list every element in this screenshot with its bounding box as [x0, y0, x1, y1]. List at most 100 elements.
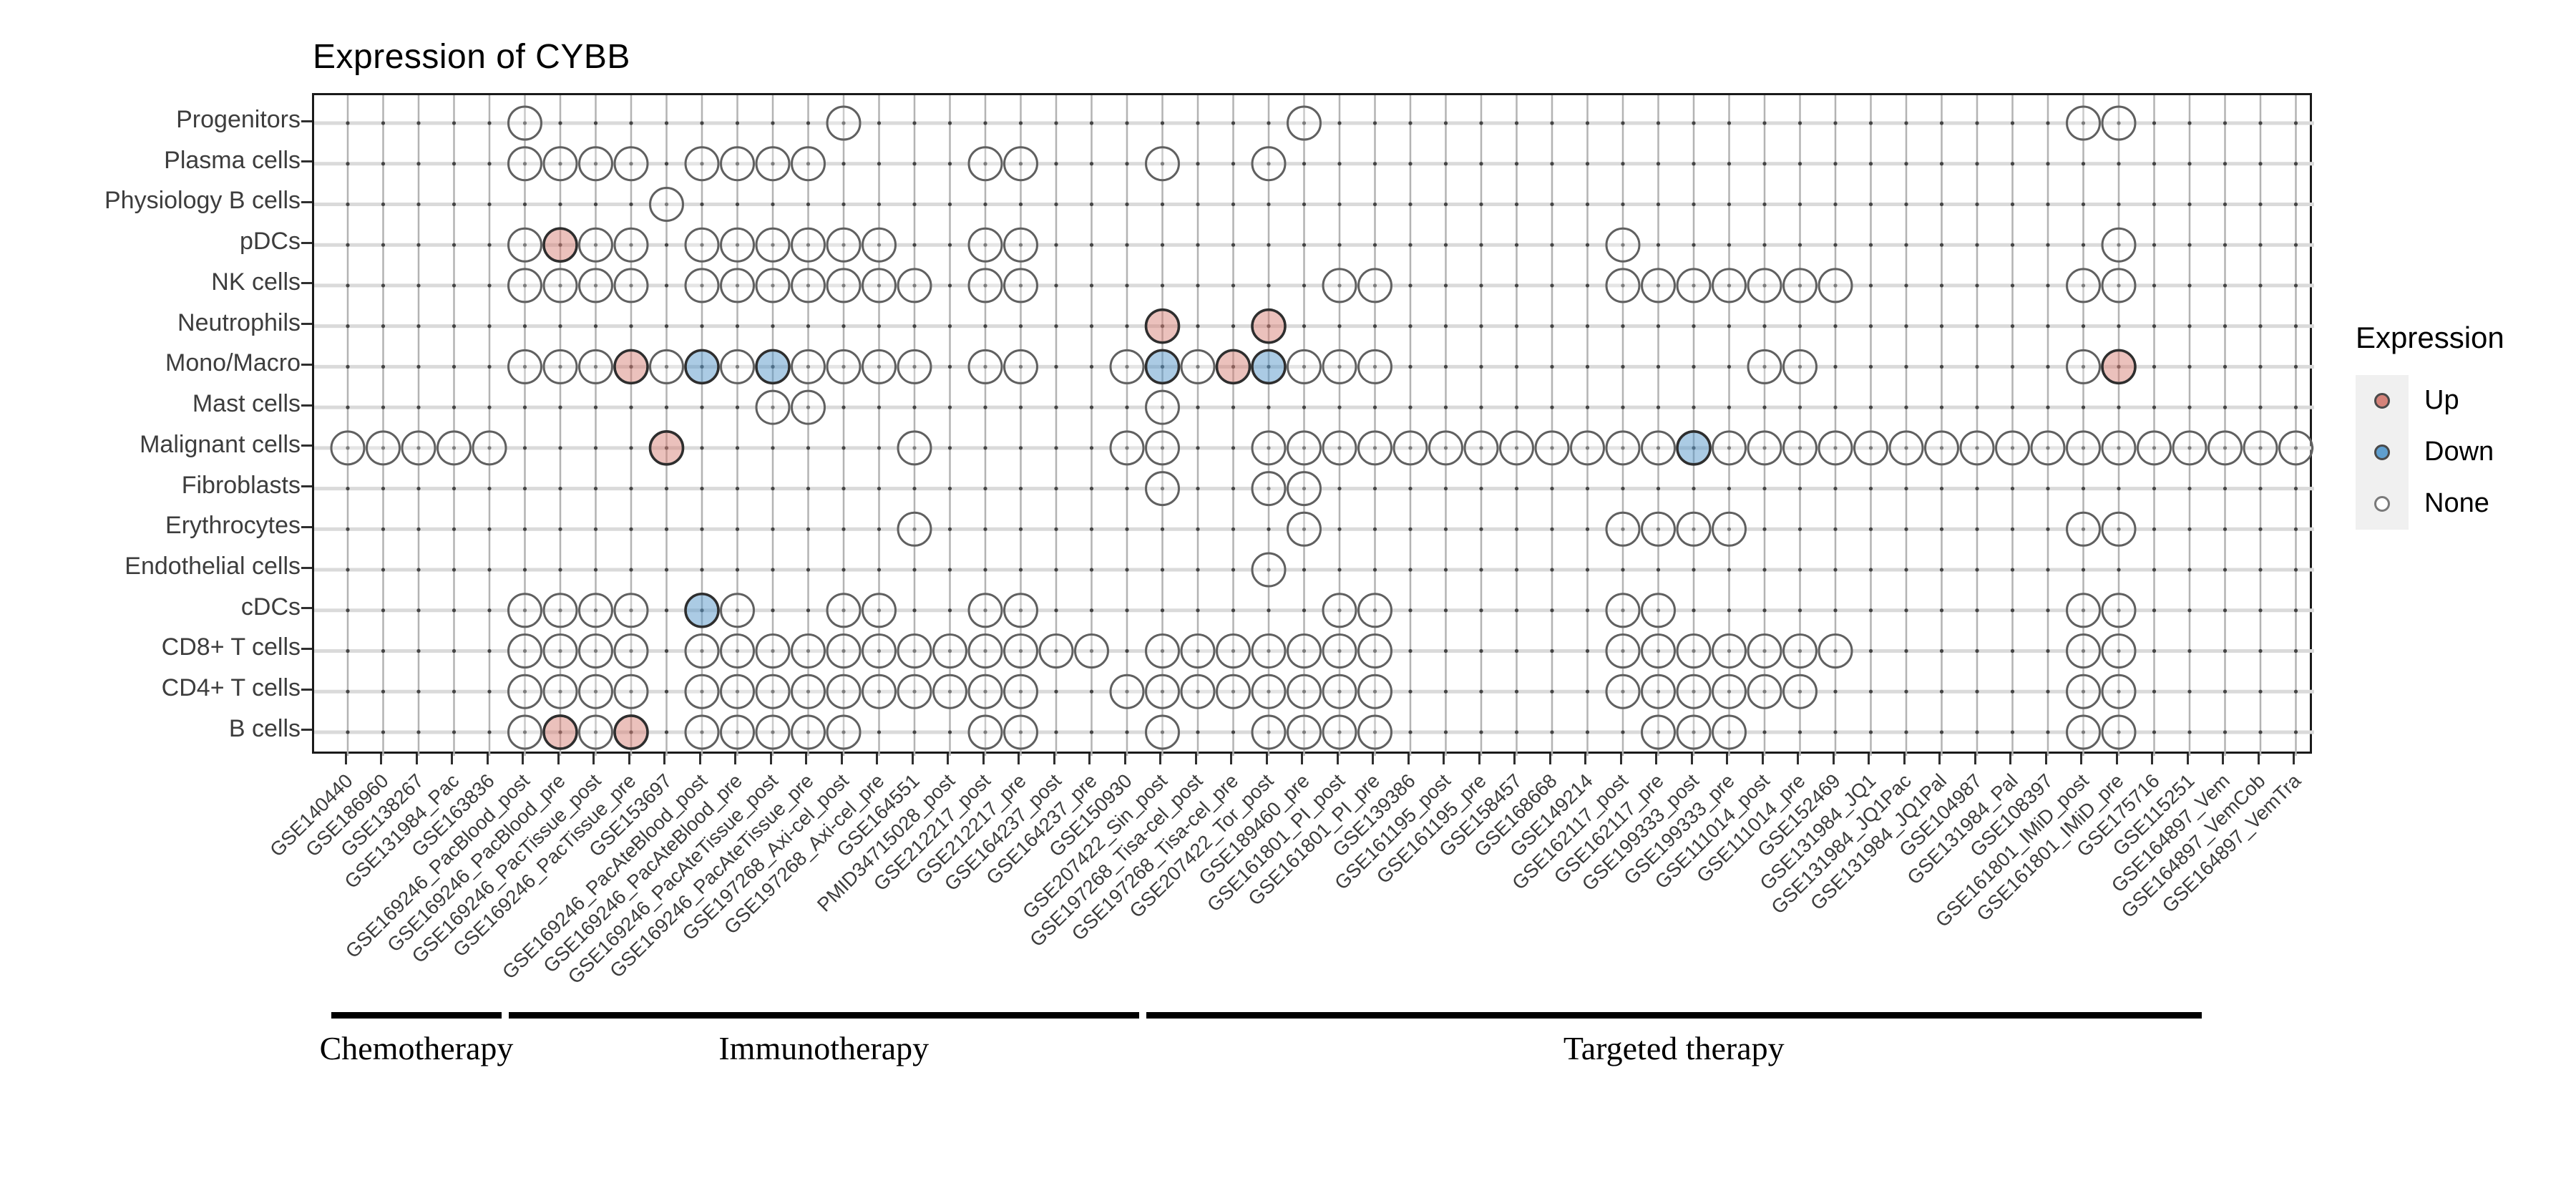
- expression-dot-none: [897, 633, 932, 669]
- expression-dot-none: [932, 633, 967, 669]
- grid-node: [664, 527, 669, 531]
- grid-node: [1337, 364, 1342, 369]
- grid-node: [1585, 527, 1590, 531]
- grid-node: [806, 162, 811, 166]
- grid-node: [1727, 486, 1732, 491]
- grid-node: [487, 324, 492, 329]
- grid-node: [2187, 364, 2192, 369]
- grid-node: [1089, 405, 1094, 409]
- grid-node: [2258, 730, 2263, 734]
- legend-title: Expression: [2356, 321, 2504, 354]
- grid-node: [1727, 324, 1732, 329]
- grid-node: [1975, 405, 1979, 409]
- grid-node: [2046, 283, 2050, 288]
- grid-node: [1337, 568, 1342, 572]
- expression-dot-none: [578, 674, 613, 709]
- grid-node: [1621, 730, 1625, 734]
- grid-node: [1727, 730, 1732, 734]
- grid-node: [1656, 689, 1661, 694]
- grid-node: [1125, 202, 1129, 207]
- group-label: Chemotherapy: [319, 1030, 514, 1066]
- grid-node: [1089, 243, 1094, 247]
- grid-node: [2187, 608, 2192, 613]
- grid-node: [1408, 283, 1413, 288]
- x-axis-tick: [1868, 754, 1870, 764]
- grid-node: [877, 486, 882, 491]
- x-axis-tick: [769, 754, 772, 764]
- grid-node: [1479, 689, 1483, 694]
- expression-dot-none: [578, 146, 613, 182]
- grid-node: [947, 486, 952, 491]
- grid-node: [2081, 648, 2086, 653]
- grid-node: [2293, 283, 2298, 288]
- expression-dot-none: [1605, 430, 1641, 466]
- expression-dot-none: [967, 349, 1003, 384]
- grid-node: [1904, 162, 1908, 166]
- grid-node: [1762, 486, 1767, 491]
- grid-node: [2187, 689, 2192, 694]
- grid-node: [1125, 608, 1129, 613]
- grid-node: [1585, 648, 1590, 653]
- grid-node: [664, 689, 669, 694]
- grid-node: [1868, 486, 1873, 491]
- grid-node: [912, 162, 917, 166]
- y-axis-label: CD8+ T cells: [161, 633, 301, 661]
- grid-node: [1160, 405, 1165, 409]
- grid-node: [1833, 689, 1838, 694]
- grid-node: [735, 608, 740, 613]
- grid-node: [416, 121, 421, 125]
- grid-node: [1125, 162, 1129, 166]
- expression-dot-none: [1322, 674, 1357, 709]
- grid-node: [1231, 202, 1236, 207]
- grid-node: [522, 283, 527, 288]
- expression-dot-none: [967, 268, 1003, 303]
- grid-node: [912, 648, 917, 653]
- grid-node: [1585, 446, 1590, 450]
- grid-node: [1797, 446, 1802, 450]
- expression-dot-none: [649, 349, 684, 384]
- grid-node: [1408, 608, 1413, 613]
- grid-node: [1443, 689, 1448, 694]
- expression-dot-none: [1003, 349, 1038, 384]
- grid-node: [1372, 689, 1377, 694]
- grid-node: [1302, 446, 1307, 450]
- grid-node: [664, 446, 669, 450]
- grid-node: [700, 121, 704, 125]
- grid-node: [1443, 162, 1448, 166]
- grid-node: [700, 730, 704, 734]
- grid-node: [947, 689, 952, 694]
- grid-node: [806, 324, 811, 329]
- grid-node: [877, 283, 882, 288]
- expression-dot-none: [2101, 593, 2137, 628]
- grid-node: [983, 162, 987, 166]
- grid-node: [2046, 162, 2050, 166]
- grid-node: [1018, 648, 1023, 653]
- grid-node: [1408, 324, 1413, 329]
- grid-node: [912, 364, 917, 369]
- grid-node: [1868, 527, 1873, 531]
- grid-node: [1302, 283, 1307, 288]
- expression-dot-none: [791, 146, 826, 182]
- expression-dot-up: [613, 714, 649, 750]
- grid-node: [841, 730, 846, 734]
- grid-node: [1054, 730, 1058, 734]
- expression-dot-none: [1109, 430, 1145, 466]
- grid-node: [522, 486, 527, 491]
- y-axis-tick: [301, 444, 312, 447]
- grid-node: [2293, 202, 2298, 207]
- grid-node: [1196, 568, 1200, 572]
- grid-node: [1550, 364, 1554, 369]
- grid-node: [2223, 283, 2228, 288]
- grid-node: [1939, 405, 1944, 409]
- x-axis-tick: [1478, 754, 1480, 764]
- grid-node: [2046, 446, 2050, 450]
- grid-node: [1267, 324, 1271, 329]
- grid-node: [2117, 527, 2121, 531]
- grid-node: [771, 608, 775, 613]
- expression-dot-none: [578, 349, 613, 384]
- expression-dot-none: [684, 146, 720, 182]
- grid-node: [1904, 527, 1908, 531]
- grid-node: [452, 446, 457, 450]
- y-axis-label: NK cells: [211, 268, 301, 296]
- expression-dot-none: [791, 389, 826, 425]
